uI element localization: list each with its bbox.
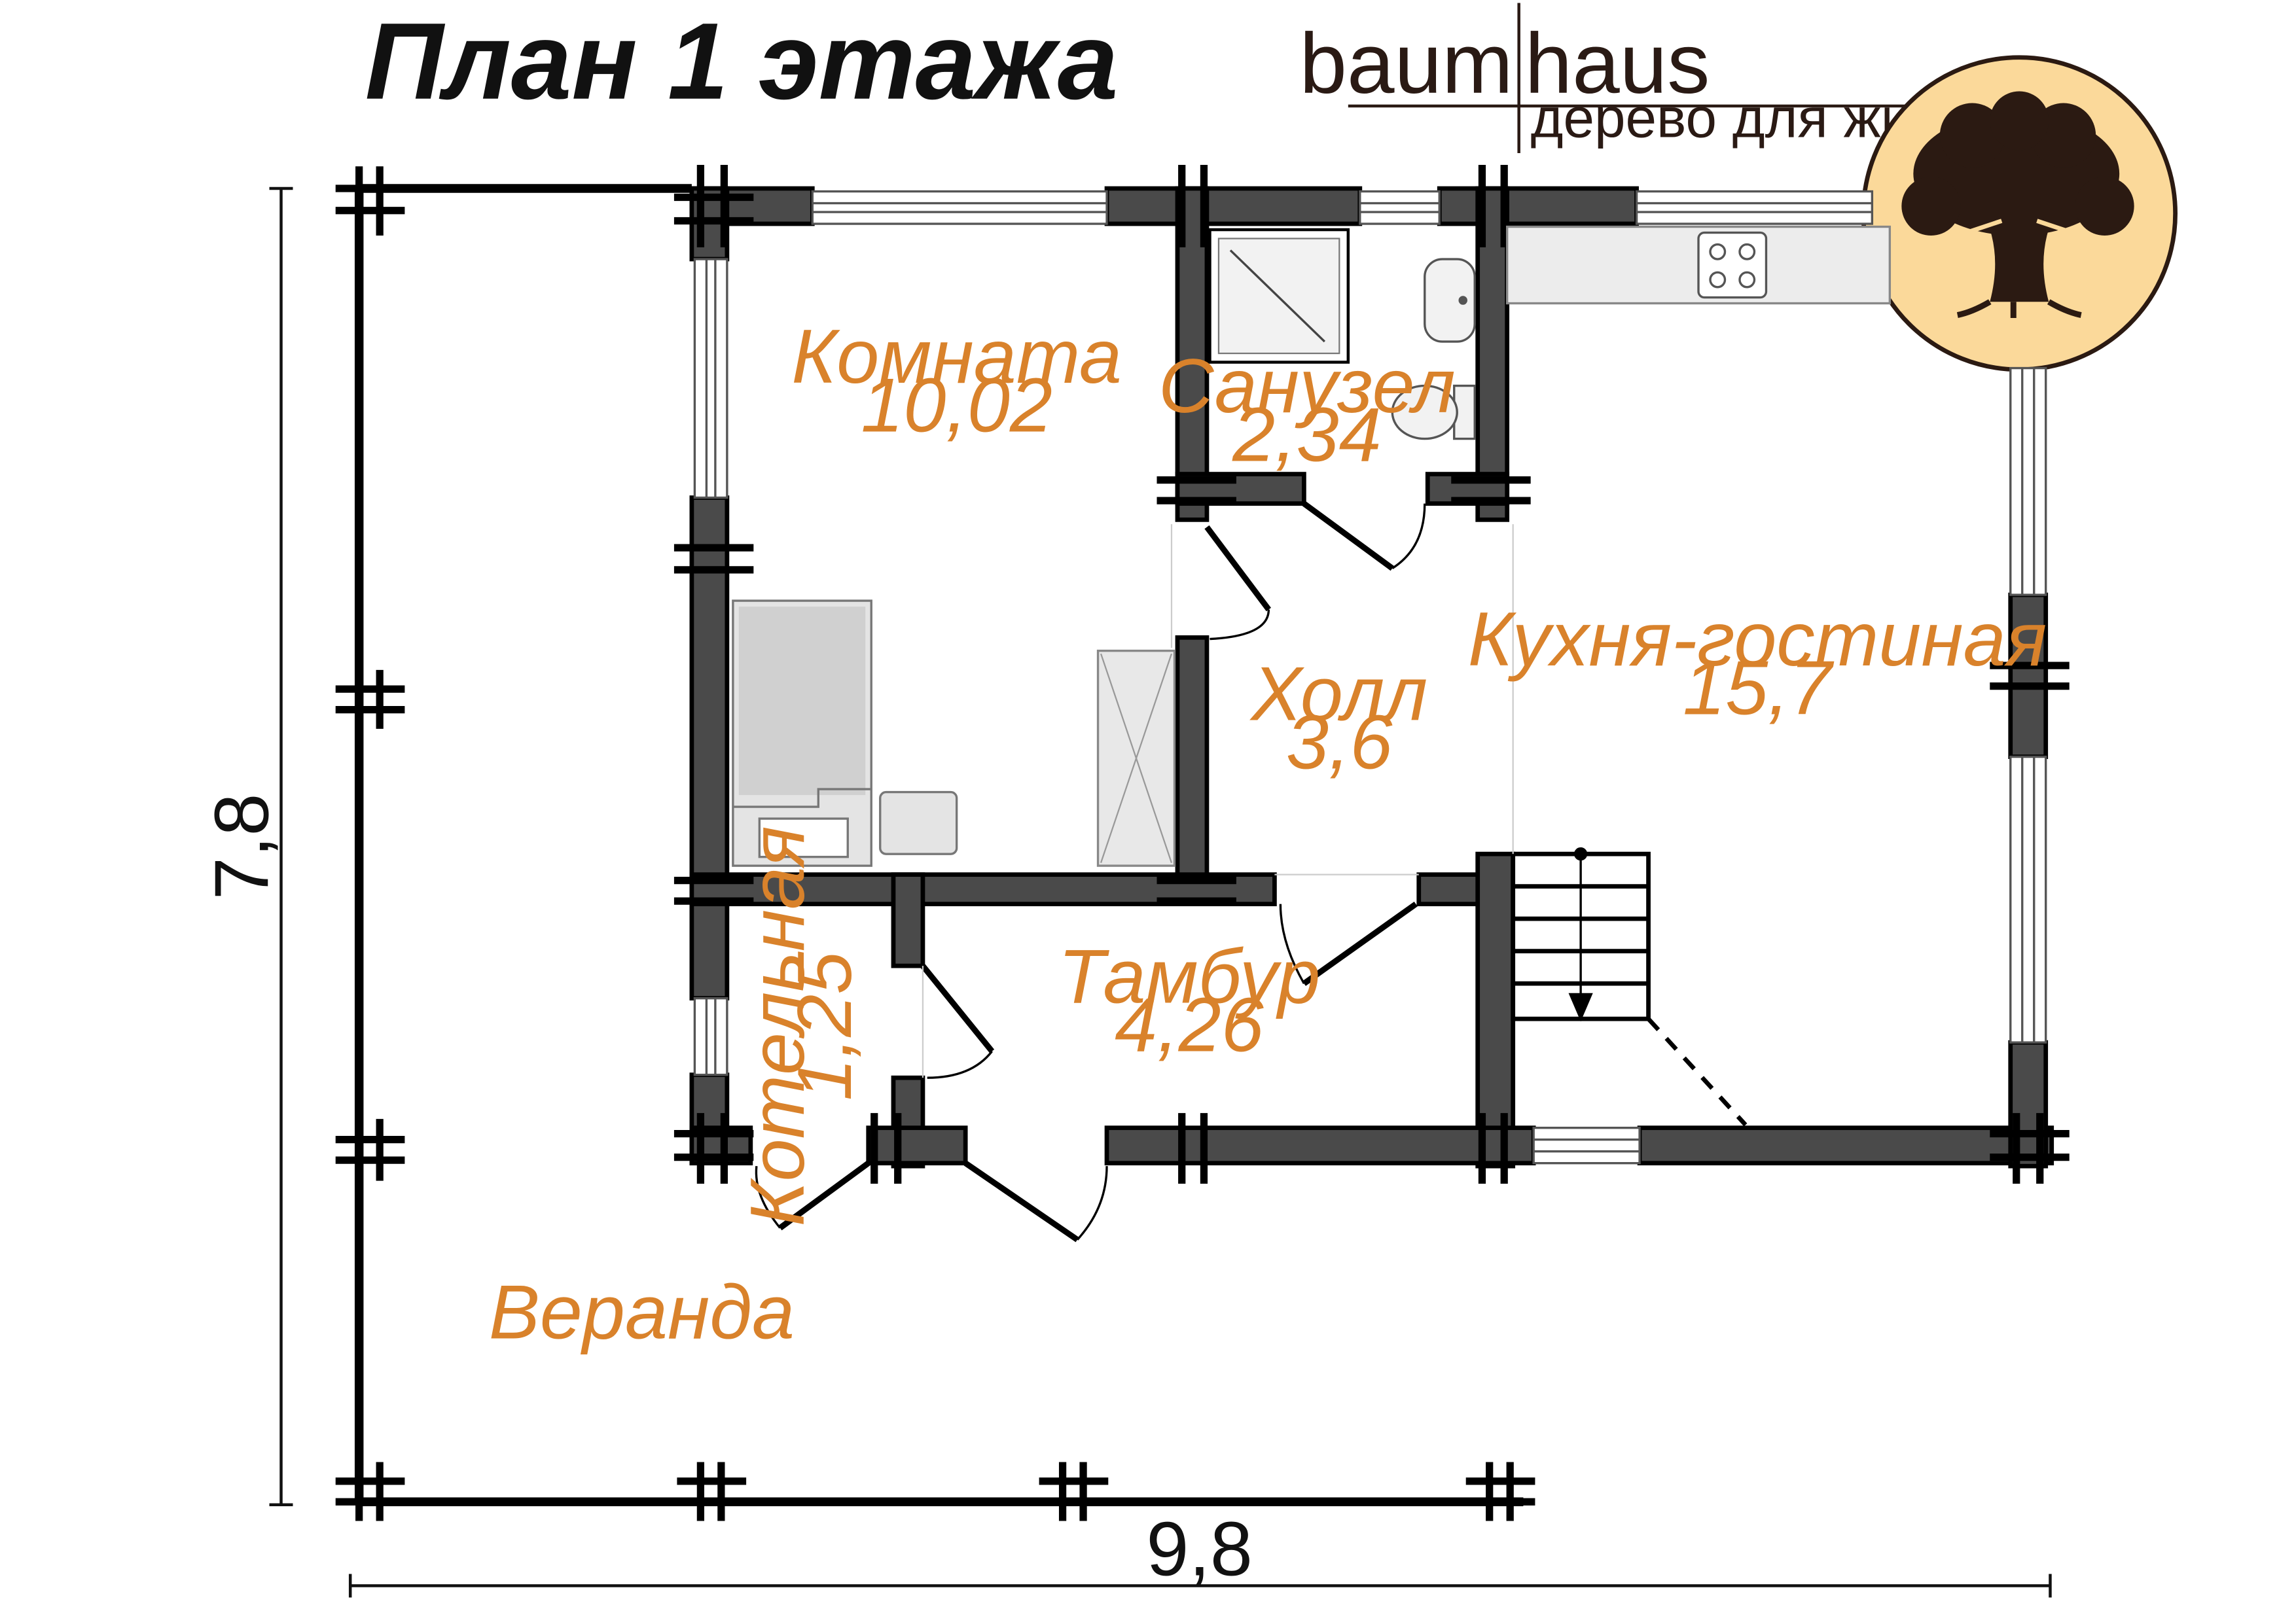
stove-icon	[1697, 231, 1768, 299]
room-name-tambur: Тамбур	[1058, 933, 1321, 1019]
doors	[755, 501, 1426, 1243]
room-area-sanuzel: 2,34	[1232, 391, 1382, 477]
dimension-height-label: 7,8	[198, 794, 284, 900]
sink-icon	[1424, 258, 1476, 343]
stairs-icon	[1511, 847, 1748, 1127]
toilet-icon	[1391, 384, 1476, 440]
brand-name-left: baum	[1299, 16, 1513, 111]
bed-icon	[732, 599, 872, 867]
plan-title: План 1 этажа	[365, 1, 1119, 122]
room-name-kuhnya: Кухня-гостиная	[1468, 596, 2047, 682]
room-area-holl: 3,6	[1286, 699, 1393, 785]
room-area-kuhnya: 15,7	[1683, 644, 1835, 730]
room-name-sanuzel: Санузел	[1158, 343, 1456, 429]
room-area-tambur: 4,26	[1115, 982, 1265, 1068]
dimension-width-label: 9,8	[1146, 1506, 1253, 1592]
kitchen-counter	[1506, 225, 1892, 305]
tree-logo-icon	[1861, 55, 2178, 372]
room-name-komnata: Комната	[791, 313, 1122, 399]
veranda-outline	[354, 184, 1524, 1506]
post-markers	[335, 166, 1535, 1521]
room-area-komnata: 10,02	[861, 362, 1052, 448]
dimension-height: 7,8	[198, 186, 293, 1506]
room-name-veranda: Веранда	[489, 1269, 795, 1354]
brand-name-right: haus	[1525, 16, 1710, 111]
wardrobe	[1096, 649, 1176, 867]
room-name-kotelnaya: Котельная	[734, 826, 820, 1226]
wall-joints	[673, 165, 2070, 1184]
room-area-kotelnaya: 1,25	[781, 951, 867, 1101]
shower-icon	[1208, 228, 1350, 364]
room-name-holl: Холл	[1249, 650, 1427, 736]
windows	[693, 190, 2047, 1165]
nightstand	[879, 790, 958, 855]
guide-lines	[922, 524, 1514, 1078]
dimension-width: 9,8	[348, 1506, 2052, 1598]
